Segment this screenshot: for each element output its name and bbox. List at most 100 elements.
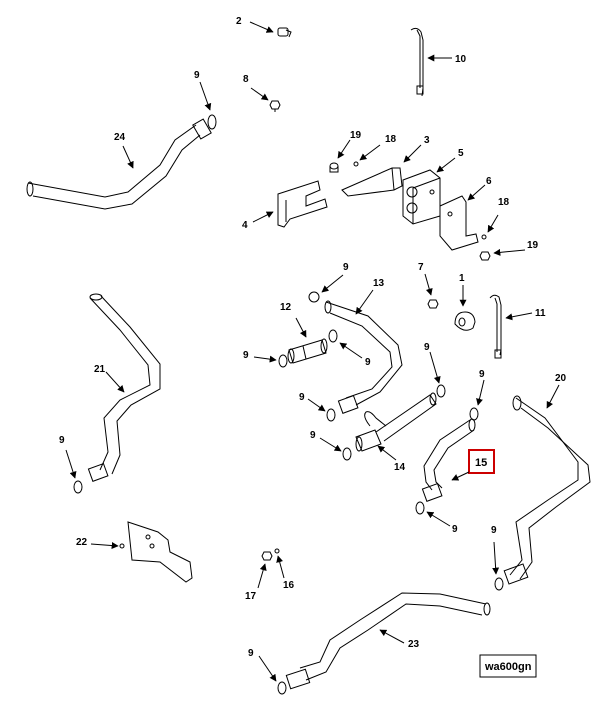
- part-6-bracket: [439, 195, 479, 251]
- callout-9-a: 9: [194, 70, 200, 81]
- part-14-tee: [355, 392, 437, 452]
- arrow-23: [379, 629, 405, 644]
- part-10-sensor: [410, 27, 424, 97]
- part-8-screw: [269, 100, 281, 112]
- callout-17: 17: [245, 591, 257, 602]
- callout-19-a: 19: [350, 130, 362, 141]
- part-7-nut: [427, 299, 439, 309]
- part-9-oring-21: [73, 480, 83, 494]
- arrow-5: [436, 157, 456, 173]
- callout-19-b: 19: [527, 240, 539, 251]
- arrow-3: [403, 144, 422, 163]
- part-22-plate: [119, 521, 193, 583]
- arrow-17: [257, 563, 267, 589]
- callout-6: 6: [486, 176, 492, 187]
- callout-13: 13: [373, 278, 385, 289]
- callout-15[interactable]: 15: [475, 457, 487, 469]
- part-5-block: [402, 169, 441, 225]
- part-11-sensor: [489, 294, 502, 359]
- callout-18-b: 18: [498, 197, 510, 208]
- arrow-2: [249, 21, 274, 33]
- arrow-21: [105, 371, 125, 393]
- callout-9-d: 9: [365, 357, 371, 368]
- part-13-hose: [324, 300, 403, 414]
- callout-4: 4: [242, 220, 248, 231]
- figure-id: wa600gn: [484, 661, 532, 673]
- arrow-9-h: [65, 449, 77, 479]
- arrow-13: [355, 289, 374, 315]
- callout-20: 20: [555, 373, 567, 384]
- callout-21: 21: [94, 364, 106, 375]
- part-9-oring-20: [494, 577, 504, 591]
- callout-16: 16: [283, 580, 295, 591]
- arrow-8: [250, 87, 269, 101]
- arrow-16: [276, 555, 285, 579]
- callout-5: 5: [458, 148, 464, 159]
- callout-18-a: 18: [385, 134, 397, 145]
- callout-12: 12: [280, 302, 292, 313]
- arrow-24: [122, 145, 134, 169]
- callout-24: 24: [114, 132, 126, 143]
- part-9-oring-23: [277, 681, 287, 695]
- arrow-9-d: [339, 342, 363, 359]
- callout-9-i: 9: [479, 369, 485, 380]
- part-21-hose: [87, 293, 161, 482]
- arrow-9-g: [429, 351, 441, 384]
- part-9-oring-14a: [326, 408, 336, 422]
- callout-14: 14: [394, 462, 406, 473]
- part-2-clip: [277, 27, 292, 38]
- callout-23: 23: [408, 639, 420, 650]
- part-9-oring-14b: [342, 447, 352, 461]
- part-9-oring-12a: [278, 354, 288, 368]
- arrow-9-l: [258, 655, 277, 682]
- callout-9-j: 9: [452, 524, 458, 535]
- callout-1: 1: [459, 273, 465, 284]
- part-15-hose: [421, 418, 476, 502]
- part-24-hose: [26, 114, 217, 210]
- callout-22: 22: [76, 537, 88, 548]
- callout-9-k: 9: [491, 525, 497, 536]
- arrow-22: [90, 542, 119, 550]
- arrow-9-a: [199, 81, 212, 111]
- arrow-9-k: [492, 541, 500, 575]
- callout-10: 10: [455, 54, 467, 65]
- part-9-oring-14c: [436, 384, 446, 398]
- callout-8: 8: [243, 74, 249, 85]
- part-9-oring-15b: [415, 501, 425, 515]
- callout-9-e: 9: [299, 392, 305, 403]
- arrow-11: [505, 312, 533, 321]
- callout-3: 3: [424, 135, 430, 146]
- part-23-hose: [285, 592, 491, 690]
- callout-9-b: 9: [343, 262, 349, 273]
- arrow-15: [451, 471, 470, 481]
- callout-11: 11: [535, 308, 546, 319]
- callout-9-l: 9: [248, 648, 254, 659]
- part-18-washer-lower: [481, 234, 487, 240]
- arrow-4: [252, 211, 274, 223]
- part-19-fastener-upper: [329, 162, 339, 173]
- arrow-7: [424, 273, 433, 296]
- callout-9-f: 9: [310, 430, 316, 441]
- part-18-washer-upper: [353, 161, 359, 167]
- arrow-19-b: [493, 248, 526, 256]
- part-9-oring-13: [308, 291, 320, 303]
- part-4-bracket: [277, 180, 328, 228]
- arrow-18-b: [487, 214, 499, 233]
- arrow-9-c: [253, 355, 277, 363]
- callout-9-h: 9: [59, 435, 65, 446]
- highlight-box-15: [468, 449, 495, 474]
- part-12-coupler: [287, 338, 328, 364]
- callout-9-c: 9: [243, 350, 249, 361]
- part-3-plate: [341, 167, 403, 197]
- arrow-19-a: [337, 139, 351, 159]
- arrow-9-j: [426, 511, 451, 527]
- part-20-hose: [503, 395, 591, 585]
- part-19-fastener-lower: [479, 251, 491, 261]
- part-9-oring-12b: [328, 329, 338, 343]
- part-9-oring-15a: [469, 407, 479, 421]
- arrow-9-e: [307, 398, 326, 412]
- part-1-cap: [454, 311, 476, 331]
- part-17-bolt: [261, 551, 273, 561]
- arrow-20: [546, 384, 560, 409]
- figure-id-box: [479, 654, 537, 678]
